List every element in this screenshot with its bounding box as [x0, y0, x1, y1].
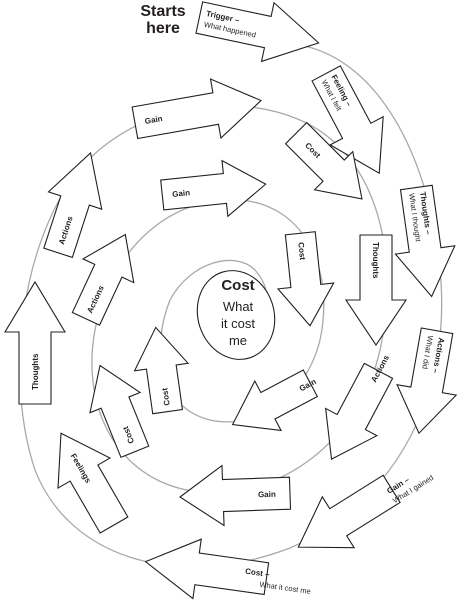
arrow-actions-mid: Actions: [324, 353, 394, 461]
cost-outer-subtitle: What it cost me: [259, 580, 311, 596]
arrow-gain-top: Gain: [131, 78, 262, 140]
arrow-gain-outer: Gain – What I gained: [297, 473, 435, 549]
arrow-gain-inner-bottom: Gain: [231, 369, 319, 432]
arrow-trigger: Trigger – What happened: [195, 1, 320, 63]
arrow-gain-bottom: Gain: [179, 464, 292, 527]
arrow-actions-inner: Actions: [71, 233, 135, 326]
center-line-3: me: [229, 333, 247, 348]
arrow-actions-left: Actions: [43, 151, 103, 259]
thoughts-mid-title: Thoughts: [371, 242, 380, 279]
arrow-actions-outer: Actions – What I did: [396, 327, 458, 435]
center-line-1: What: [223, 299, 254, 314]
cost-inner-left-title: Cost: [160, 387, 171, 406]
arrow-gain-inner: Gain: [160, 159, 267, 218]
starts-here-line-2: here: [146, 20, 180, 37]
gain-inner-title: Gain: [172, 188, 191, 199]
arrow-thoughts-outer: Thoughts – What I thought: [394, 184, 456, 298]
arrow-cost-inner-right: Cost: [276, 231, 335, 327]
arrow-thoughts-left: Thoughts: [4, 280, 66, 405]
arrow-cost-top: Cost: [284, 121, 363, 200]
starts-here-line-1: Starts: [140, 3, 185, 20]
gain-top-title: Gain: [144, 114, 163, 126]
cost-inner-right-title: Cost: [296, 242, 307, 261]
center-cost-node: Cost What it cost me: [196, 270, 276, 360]
arrow-cost-outer: Cost – What it cost me: [144, 538, 311, 600]
arrow-feelings-outer: Feelings: [57, 432, 129, 534]
thoughts-left-title: Thoughts: [31, 353, 40, 390]
center-line-2: it cost: [221, 316, 255, 331]
center-title: Cost: [221, 277, 254, 294]
center-ellipse: [196, 270, 276, 360]
gain-bottom-title: Gain: [258, 490, 276, 500]
arrow-cost-left: Cost: [89, 364, 150, 459]
cost-outer-title: Cost –: [245, 567, 271, 579]
arrow-cost-inner-left: Cost: [133, 326, 190, 415]
arrow-thoughts-mid: Thoughts: [344, 234, 408, 346]
